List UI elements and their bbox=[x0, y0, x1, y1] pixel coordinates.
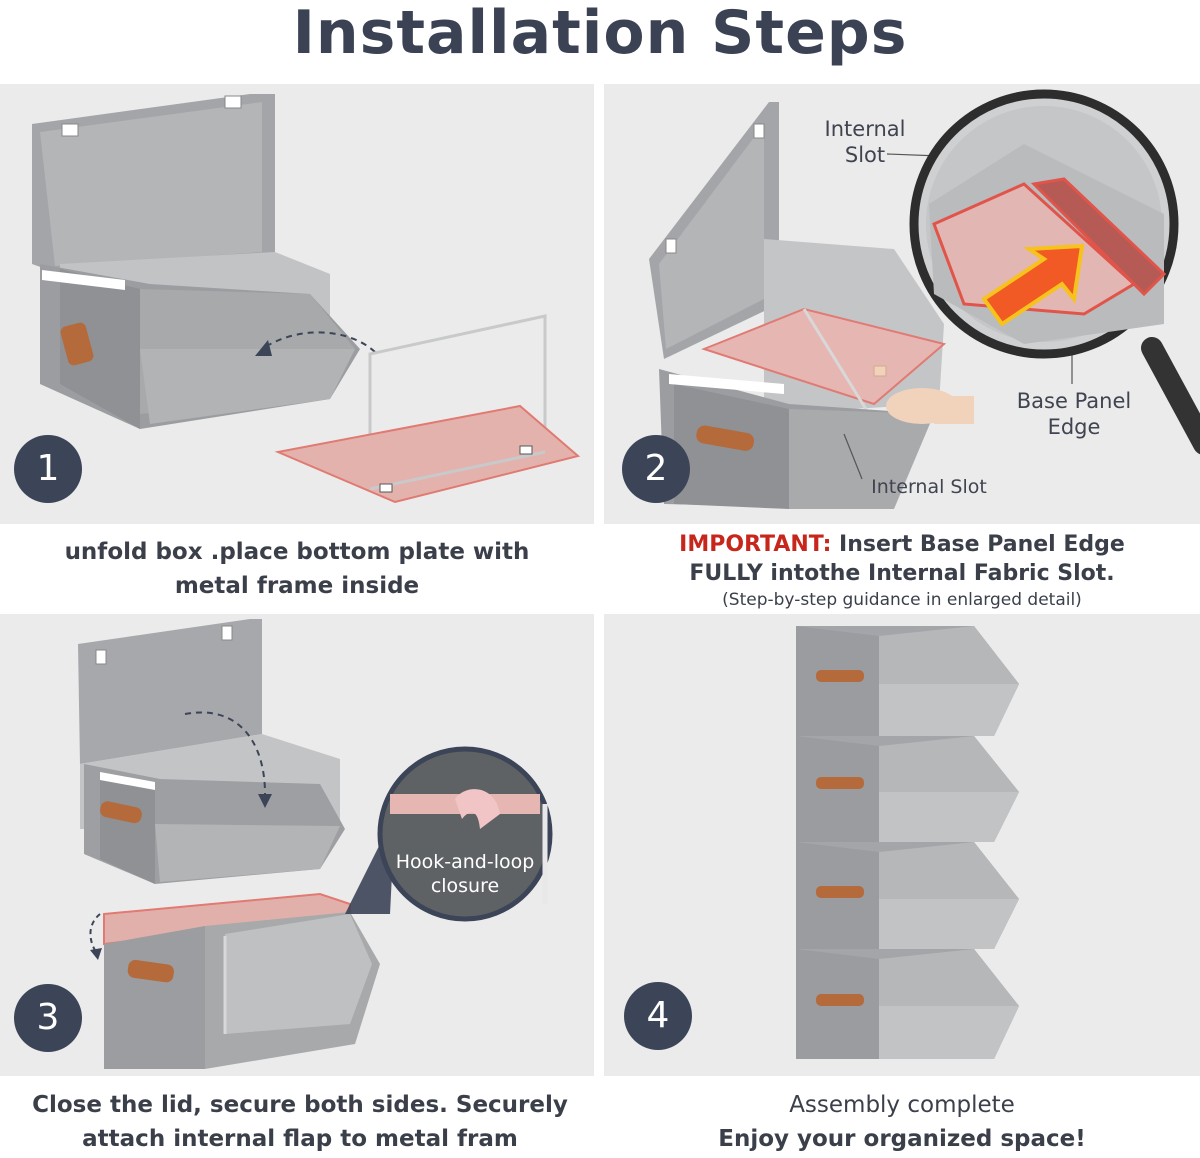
internal-slot-callout-bottom: Internal Slot bbox=[871, 476, 987, 498]
step-2-panel: Internal Slot Base Panel Edge Internal S… bbox=[604, 84, 1200, 524]
step-3-caption: Close the lid, secure both sides. Secure… bbox=[0, 1088, 600, 1156]
callout-line: Slot bbox=[844, 143, 886, 167]
step-2-caption: IMPORTANT: Insert Base Panel Edge FULLY … bbox=[604, 530, 1200, 612]
caption-line: Close the lid, secure both sides. Secure… bbox=[32, 1092, 568, 1118]
step-1-illustration bbox=[32, 94, 581, 504]
callout-line: closure bbox=[430, 875, 500, 897]
step-4-panel: 4 bbox=[604, 614, 1200, 1076]
step-4-badge: 4 bbox=[624, 982, 692, 1050]
step-1-badge: 1 bbox=[14, 435, 82, 503]
callout-line: Hook-and-loop bbox=[395, 851, 535, 873]
step-1-panel: 1 bbox=[0, 84, 594, 524]
callout-line: Internal bbox=[824, 117, 906, 141]
step-2-illustration bbox=[649, 89, 1200, 509]
step-3-illustration bbox=[78, 619, 553, 1069]
step-2-badge: 2 bbox=[622, 435, 690, 503]
caption-line: Enjoy your organized space! bbox=[718, 1126, 1086, 1152]
hook-loop-callout: Hook-and-loop closure bbox=[382, 850, 548, 898]
caption-note: (Step-by-step guidance in enlarged detai… bbox=[722, 590, 1082, 610]
step-3-panel: Hook-and-loop closure 3 bbox=[0, 614, 594, 1076]
caption-line: FULLY intothe Internal Fabric Slot. bbox=[689, 561, 1115, 586]
step-3-badge: 3 bbox=[14, 984, 82, 1052]
callout-line: Base Panel bbox=[1016, 389, 1132, 413]
internal-slot-callout-top: Internal Slot bbox=[804, 116, 926, 168]
important-label: IMPORTANT: bbox=[679, 532, 832, 557]
caption-line: attach internal flap to metal fram bbox=[82, 1126, 518, 1152]
caption-line: unfold box .place bottom plate with bbox=[64, 539, 530, 565]
caption-line: metal frame inside bbox=[174, 573, 420, 599]
caption-text: Insert Base Panel Edge bbox=[831, 532, 1125, 557]
step-1-caption: unfold box .place bottom plate with meta… bbox=[0, 535, 594, 603]
callout-line: Edge bbox=[1047, 415, 1101, 439]
page-title: Installation Steps bbox=[292, 0, 908, 68]
step-4-illustration bbox=[796, 626, 1019, 1059]
caption-line: Assembly complete bbox=[789, 1092, 1015, 1118]
base-panel-edge-callout: Base Panel Edge bbox=[1004, 388, 1144, 440]
step-4-caption: Assembly complete Enjoy your organized s… bbox=[604, 1088, 1200, 1156]
